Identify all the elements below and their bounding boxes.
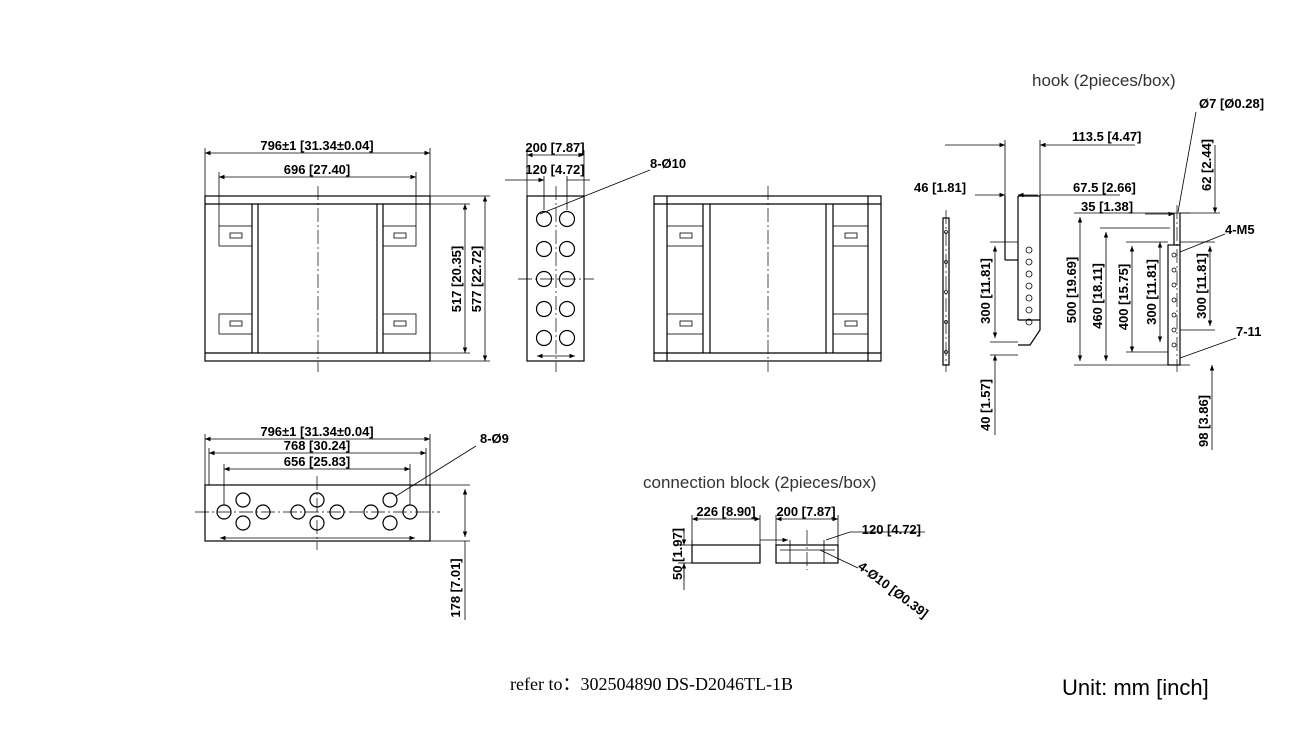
hook-d46: 46 [1.81] <box>914 180 966 195</box>
connection-block: connection block (2pieces/box) 226 [8.90… <box>643 473 931 621</box>
side-width: 200 [7.87] <box>525 140 584 155</box>
hook-d98: 98 [3.86] <box>1196 395 1211 447</box>
unit-note: Unit: mm [inch] <box>1062 675 1209 700</box>
hook-m5: 4-M5 <box>1225 222 1255 237</box>
hook-d500: 500 [19.69] <box>1064 257 1079 324</box>
connection-height: 50 [1.97] <box>670 528 685 580</box>
bottom-width-656: 656 [25.83] <box>284 454 351 469</box>
side-view: 200 [7.87] 120 [4.72] 8-Ø10 <box>505 140 686 372</box>
connection-block-title: connection block (2pieces/box) <box>643 473 876 492</box>
hook-d300c: 300 [11.81] <box>1194 253 1209 319</box>
bottom-view: 796±1 [31.34±0.04] 768 [30.24] 656 [25.8… <box>195 424 509 620</box>
connection-width: 200 [7.87] <box>776 504 835 519</box>
front-overall-width: 796±1 [31.34±0.04] <box>260 138 373 153</box>
hook-d40: 40 [1.57] <box>978 379 993 431</box>
front-overall-height: 577 [22.72] <box>469 246 484 313</box>
front-view: 796±1 [31.34±0.04] 696 [27.40] 517 [20.3… <box>204 138 490 372</box>
reference-note: refer to：302504890 DS-D2046TL-1B <box>510 674 793 694</box>
hook-d35: 35 [1.38] <box>1081 199 1133 214</box>
rear-view <box>653 186 882 372</box>
hook-title: hook (2pieces/box) <box>1032 71 1176 90</box>
hook-d460: 460 [18.11] <box>1090 263 1105 329</box>
bottom-width-768: 768 [30.24] <box>284 438 351 453</box>
hook-d300a: 300 [11.81] <box>978 258 993 324</box>
bottom-height: 178 [7.01] <box>448 558 463 617</box>
front-inner-width: 696 [27.40] <box>284 162 351 177</box>
front-inner-height: 517 [20.35] <box>449 246 464 313</box>
bottom-overall-width: 796±1 [31.34±0.04] <box>260 424 373 439</box>
bottom-holes: 8-Ø9 <box>480 431 509 446</box>
hook: hook (2pieces/box) 113.5 [4.47] 46 [1.81… <box>914 71 1264 450</box>
hook-d400: 400 [15.75] <box>1116 264 1131 331</box>
hook-d113: 113.5 [4.47] <box>1072 129 1141 144</box>
side-hole-spacing: 120 [4.72] <box>525 162 584 177</box>
connection-holes: 4-Ø10 [Ø0.39] <box>855 558 931 620</box>
hook-d62: 62 [2.44] <box>1199 139 1214 191</box>
connection-length: 226 [8.90] <box>696 504 755 519</box>
side-holes: 8-Ø10 <box>650 156 686 171</box>
hook-d67: 67.5 [2.66] <box>1073 180 1136 195</box>
hook-phi7: Ø7 [Ø0.28] <box>1199 96 1264 111</box>
connection-hole-spacing: 120 [4.72] <box>862 522 921 537</box>
hook-d711: 7-11 <box>1236 324 1261 339</box>
hook-d300b: 300 [11.81] <box>1144 259 1159 325</box>
